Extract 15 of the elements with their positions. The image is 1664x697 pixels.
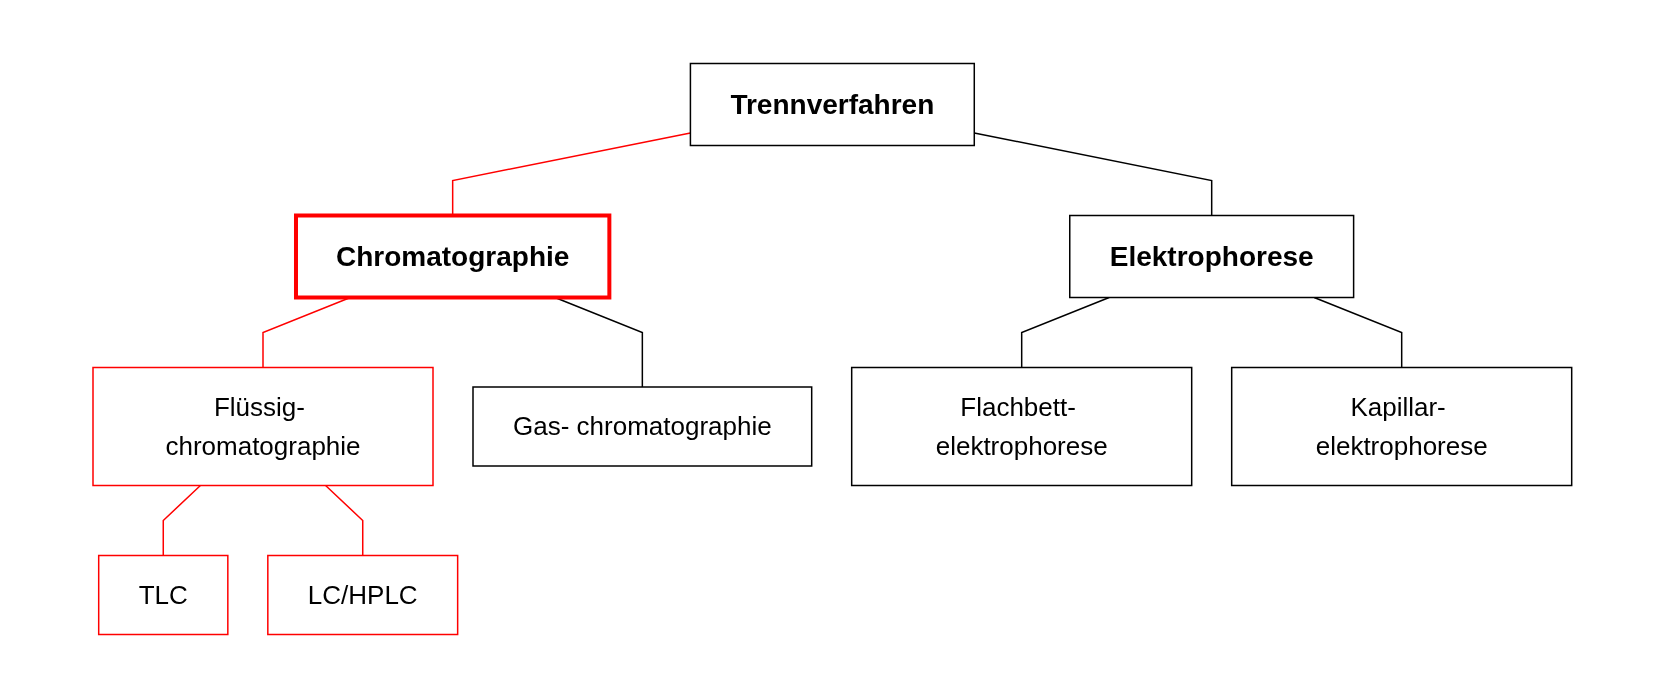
node-box: TLC	[97, 554, 229, 635]
node-box: LC/HPLC	[266, 554, 459, 635]
node-box: Elektrophorese	[1068, 214, 1354, 298]
connector	[1313, 296, 1403, 368]
connector	[1020, 296, 1110, 368]
node-box: Trennverfahren	[689, 62, 975, 146]
node-box: Flachbett- elektrophorese	[850, 366, 1193, 486]
connector	[162, 484, 201, 556]
node-box: Kapillar- elektrophorese	[1230, 366, 1573, 486]
connector	[451, 131, 691, 216]
connector	[973, 131, 1213, 216]
node-box: Gas- chromatographie	[471, 385, 813, 467]
connector	[324, 484, 364, 556]
node-box: Chromatographie	[293, 213, 611, 299]
node-box: Flüssig- chromatographie	[91, 366, 434, 486]
